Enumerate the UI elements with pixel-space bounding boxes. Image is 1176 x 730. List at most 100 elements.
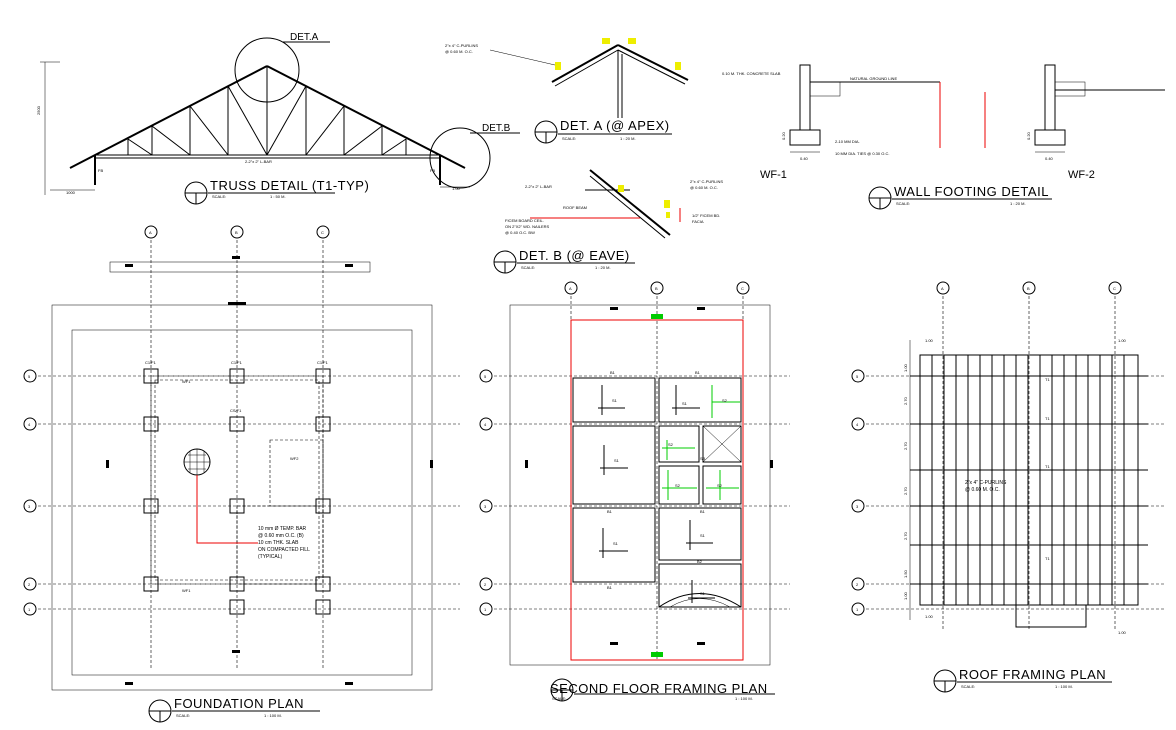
det-a-scale: 1 : 20 M.: [620, 136, 636, 141]
rf-row-4: 4: [856, 422, 859, 427]
det-b-ceil3: @ 0.40 O.C. BW: [505, 230, 535, 235]
sf-s1-a: S1: [612, 398, 618, 403]
truss-dim-right: 1.00: [452, 186, 461, 191]
truss-title: TRUSS DETAIL (T1-TYP): [210, 178, 369, 193]
sf-s1-e: S1: [700, 533, 706, 538]
truss-detail: FB FB DET.A DET.B 2-2"x 2" L-BAR 2500 10…: [36, 32, 520, 205]
rf-dim-bot-r: 1.00: [1118, 630, 1127, 635]
sf-col-c: C: [741, 286, 744, 291]
rf-t1-a: T1: [1045, 377, 1050, 382]
rf-t1-c: T1: [1045, 464, 1050, 469]
det-b-roof: ROOF BEAM: [563, 205, 587, 210]
fp-col-a: A: [149, 230, 152, 235]
sf-row-2: 2: [484, 582, 487, 587]
truss-dim-height: 2500: [36, 105, 41, 115]
sf-b1-b: B1: [695, 370, 701, 375]
fp-col-label-c: C1/F1: [317, 360, 329, 365]
rf-d2: 2.70: [903, 396, 908, 405]
det-b-fascia2: FACIA: [692, 219, 704, 224]
wall-footing-title: WALL FOOTING DETAIL: [894, 184, 1049, 199]
sf-b2: B2: [697, 559, 703, 564]
det-b-title: DET. B (@ EAVE): [519, 248, 630, 263]
sf-s1-c: S1: [614, 458, 620, 463]
rf-d7: 1.00: [903, 591, 908, 600]
sf-col-a: A: [569, 286, 572, 291]
fp-scale-label: SCALE:: [176, 713, 190, 718]
fp-cf-label: CS/F1: [230, 408, 242, 413]
fp-col-label-a: C1/F1: [145, 360, 157, 365]
fp-row-3: 3: [28, 504, 31, 509]
fp-note2: @ 0.60 mm O.C. (B): [258, 533, 304, 539]
fp-col-c: C: [321, 230, 324, 235]
truss-dim-left: 1000: [66, 190, 76, 195]
second-floor-title: SECOND FLOOR FRAMING PLAN: [550, 681, 768, 696]
sf-row-4: 4: [484, 422, 487, 427]
rf-row-1: 1: [856, 607, 859, 612]
wf-note1: 0.10 M. THK. CONCRETE SLAB: [722, 71, 781, 76]
truss-post-left: FB: [98, 168, 103, 173]
wf1-height: 0.20: [781, 131, 786, 140]
det-b-purlin1: 2"x 4" C-PURLINS: [690, 179, 723, 184]
wall-footing-detail: 0.40 0.20 WF-1 0.10 M. THK. CONCRETE SLA…: [722, 64, 1165, 210]
wf2-width: 0.40: [1045, 156, 1054, 161]
fp-scale: 1 : 100 M.: [264, 713, 282, 718]
truss-chord-label: 2-2"x 2" L-BAR: [245, 159, 272, 164]
sf-row-3: 3: [484, 504, 487, 509]
fp-wf-label-bottom: WF1: [182, 588, 191, 593]
foundation-title: FOUNDATION PLAN: [174, 696, 304, 711]
foundation-plan: A B C 5 4 3 2 1: [23, 225, 460, 723]
fp-row-4: 4: [28, 422, 31, 427]
rf-t1-d: T1: [1045, 556, 1050, 561]
det-a-note1: 2"x 4" C-PURLINS: [445, 43, 478, 48]
fp-wf2-label: WF2: [290, 456, 299, 461]
rf-d4: 2.70: [903, 486, 908, 495]
fp-row-1: 1: [28, 607, 31, 612]
truss-scale: 1 : 50 M.: [270, 194, 286, 199]
sf-b1-c: B1: [607, 509, 613, 514]
rf-col-a: A: [941, 286, 944, 291]
rf-col-c: C: [1113, 286, 1116, 291]
sf-b1-d: B1: [700, 509, 706, 514]
truss-scale-label: SCALE:: [212, 194, 226, 199]
wf-note4: 10 MM DIA. TIES @ 0.30 O.C.: [835, 151, 889, 156]
rf-col-b: B: [1027, 286, 1030, 291]
det-a-note2: @ 0.60 M. O.C.: [445, 49, 473, 54]
fp-row-5: 5: [28, 374, 31, 379]
sf-s1-f: S1: [700, 591, 706, 596]
dimension-ticks: [106, 256, 773, 685]
sf-s2-d: S2: [717, 483, 723, 488]
sf-s2-b: S2: [668, 442, 674, 447]
wf1-label: WF-1: [760, 169, 787, 181]
det-b-callout: DET.B: [482, 123, 511, 134]
det-a-callout: DET.A: [290, 32, 319, 43]
det-b-lbar: 2-2"x 2" L-BAR: [525, 184, 552, 189]
rf-scale: 1 : 100 M.: [1055, 684, 1073, 689]
sf-scale: 1 : 100 M.: [735, 696, 753, 701]
wf1-width: 0.40: [800, 156, 809, 161]
fp-note1: 10 mm Ø TEMP. BAR: [258, 526, 307, 532]
wf-scale: 1 : 20 M.: [1010, 201, 1026, 206]
sf-s2-c: S2: [675, 483, 681, 488]
rf-note1: 2"x 4" C-PURLINS: [965, 480, 1007, 486]
wf2-height: 0.20: [1026, 131, 1031, 140]
rf-row-2: 2: [856, 582, 859, 587]
detail-b: 2"x 4" C-PURLINS @ 0.60 M. O.C. 2-2"x 2"…: [493, 169, 723, 274]
rf-d5: 2.70: [903, 531, 908, 540]
det-b-ceil2: ON 2"X2" WD. NAILERS: [505, 224, 550, 229]
fp-col-b: B: [235, 230, 238, 235]
wf-note2: NATURAL GROUND LINE: [850, 76, 897, 81]
rf-note2: @ 0.60 M. O.C.: [965, 487, 1000, 493]
fp-row-2: 2: [28, 582, 31, 587]
fp-col-label-b: C1/F1: [231, 360, 243, 365]
det-b-ceil1: FICEM BOARD CEIL.: [505, 218, 544, 223]
rf-dim-top-l: 1.00: [925, 338, 934, 343]
rf-d1: 1.00: [903, 363, 908, 372]
det-b-scale-label: SCALE:: [521, 265, 535, 270]
sf-s2-a: S2: [722, 398, 728, 403]
detail-a: 2"x 4" C-PURLINS @ 0.60 M. O.C. DET. A (…: [445, 38, 689, 144]
wf2-label: WF-2: [1068, 169, 1095, 181]
fp-note5: (TYPICAL): [258, 554, 283, 560]
rf-d6: 1.50: [903, 569, 908, 578]
det-a-scale-label: SCALE:: [562, 136, 576, 141]
